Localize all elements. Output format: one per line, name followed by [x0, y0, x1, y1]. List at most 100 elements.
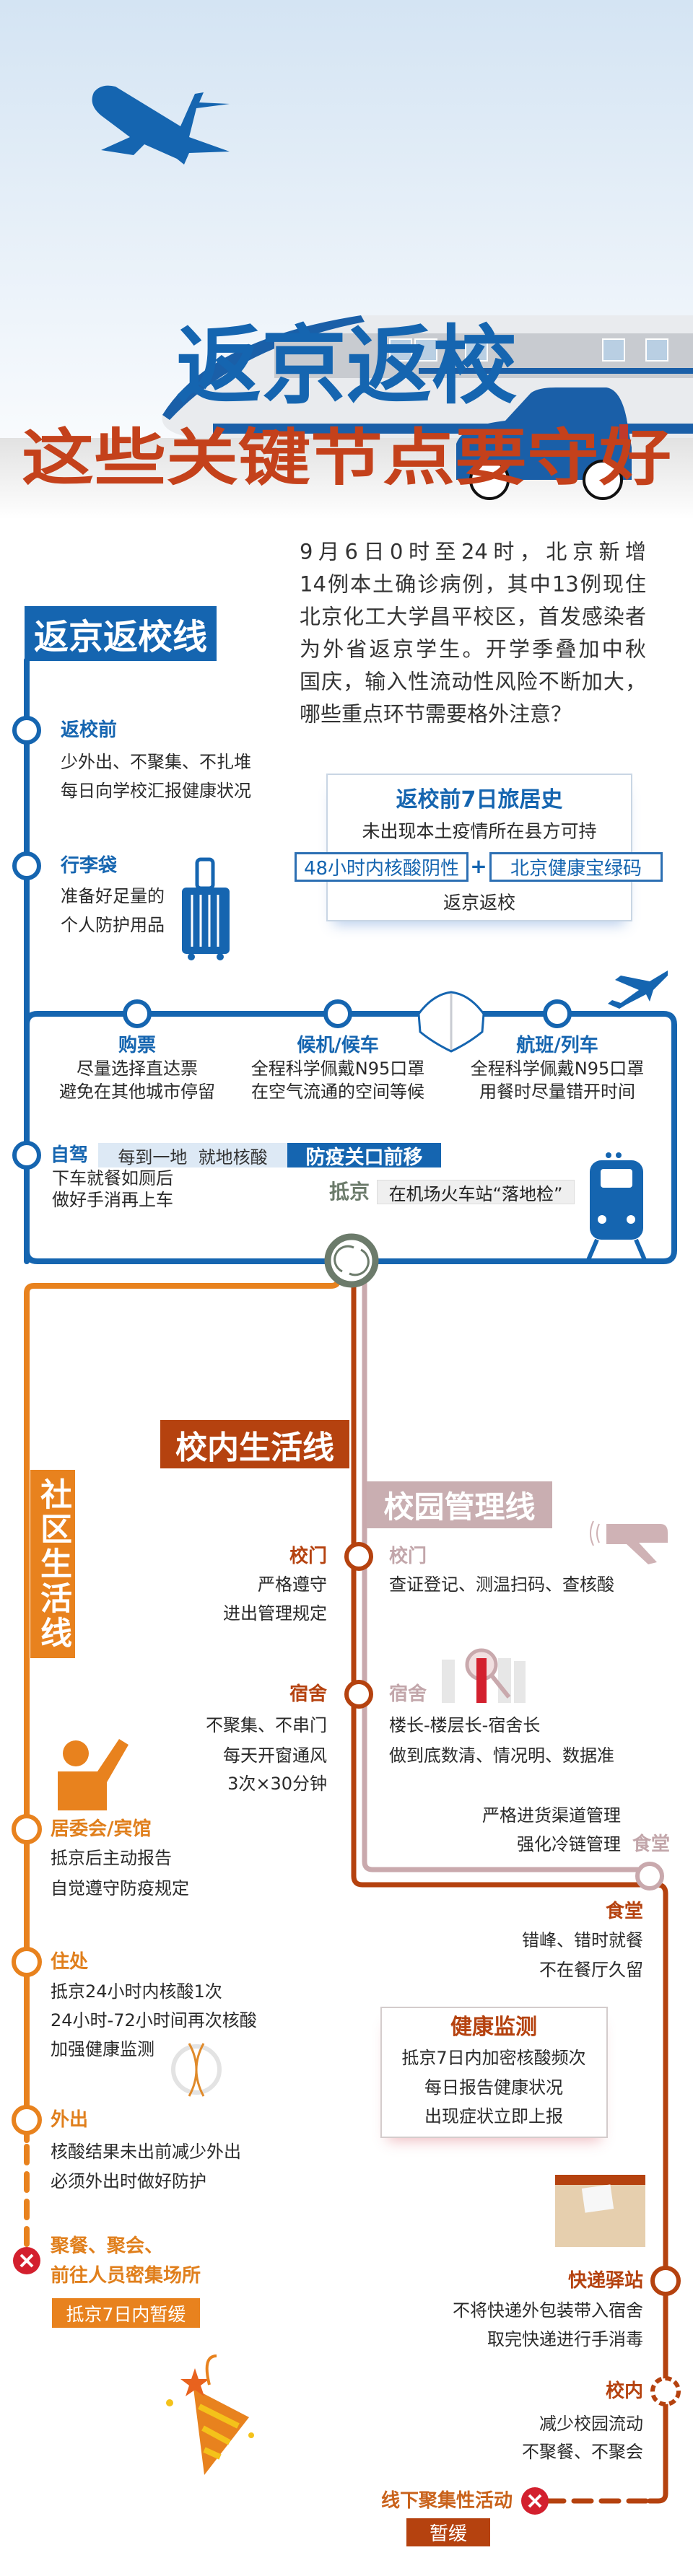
node-committee	[12, 1814, 42, 1844]
station-flight-label: 航班/列车	[516, 1035, 598, 1056]
magnifier-person-icon	[442, 1648, 526, 1703]
luggage-text: 准备好足量的	[61, 886, 165, 906]
travel-history-box	[326, 774, 632, 921]
offline-activity-label: 线下聚集性活动	[380, 2490, 513, 2512]
canteen-text: 不在餐厅久留	[539, 1960, 643, 1980]
gathering-label: 聚餐、聚会、	[51, 2235, 164, 2257]
outing-text: 必须外出时做好防护	[51, 2171, 206, 2191]
luggage-label: 行李袋	[61, 855, 118, 877]
self-drive-text: 做好手消再上车	[52, 1190, 173, 1210]
health-code-requirement: 北京健康宝绿码	[489, 852, 663, 882]
mgmt-canteen-label: 食堂	[632, 1834, 671, 1855]
face-mask-icon	[417, 991, 485, 1053]
intro-line: 9月6日0时至24时，北京新增	[300, 539, 646, 564]
dorm-text: 3次×30分钟	[227, 1774, 327, 1794]
gate-text: 进出管理规定	[223, 1603, 327, 1624]
residence-text: 抵京24小时内核酸1次	[51, 1981, 222, 2002]
node-self-drive	[12, 1141, 41, 1170]
station-text: 全程科学佩戴N95口罩	[250, 1059, 425, 1079]
committee-text: 抵京后主动报告	[51, 1848, 172, 1868]
committee-label: 居委会/宾馆	[51, 1818, 152, 1840]
node-express	[650, 2266, 681, 2296]
gate-text: 严格遵守	[258, 1574, 327, 1595]
raised-hand-person-icon	[58, 1739, 128, 1810]
community-line-path	[24, 1278, 341, 2143]
station-text: 全程科学佩戴N95口罩	[470, 1059, 645, 1079]
arrival-note: 在机场火车站“落地检”	[377, 1180, 575, 1204]
station-text: 在空气流通的空间等候	[251, 1082, 424, 1102]
node-gate	[344, 1542, 373, 1571]
intro-line: 北京化工大学昌平校区，首发感染者	[300, 604, 646, 629]
node-canteen	[635, 1862, 664, 1891]
health-monitoring-text: 出现症状立即上报	[424, 2106, 563, 2126]
travel-history-condition: 未出现本土疫情所在县方可持	[362, 820, 597, 842]
plus-sign: +	[470, 854, 487, 878]
mgmt-canteen-text: 强化冷链管理	[517, 1834, 621, 1854]
airplane-icon	[608, 971, 668, 1009]
self-drive-banner-right: 防疫关口前移	[287, 1143, 441, 1169]
node-outing	[12, 2105, 42, 2135]
gathering-label: 前往人员密集场所	[51, 2265, 201, 2287]
thermometer-gun-icon	[590, 1520, 668, 1564]
self-drive-text: 下车就餐如厕后	[52, 1168, 173, 1188]
before-return-label: 返校前	[61, 719, 118, 741]
station-text: 尽量选择直达票	[77, 1059, 198, 1079]
outing-text: 核酸结果未出前减少外出	[51, 2142, 241, 2162]
nucleic-test-requirement: 48小时内核酸阴性	[295, 852, 468, 882]
health-monitoring-text: 每日报告健康状况	[424, 2077, 563, 2098]
dorm-text: 每天开窗通风	[223, 1745, 327, 1766]
package-icon	[555, 2175, 645, 2247]
car-icon	[456, 387, 632, 500]
station-ticket-label: 购票	[118, 1035, 157, 1056]
dna-icon	[171, 2043, 222, 2097]
residence-label: 住处	[51, 1951, 89, 1973]
canteen-label: 食堂	[605, 1901, 643, 1922]
sync-arrows-icon	[324, 1233, 379, 1288]
express-label: 快递驿站	[567, 2270, 643, 2292]
train-front-icon	[586, 1152, 647, 1261]
node-campus	[650, 2376, 681, 2406]
outing-label: 外出	[51, 2109, 89, 2131]
self-drive-banner-left: 每到一地 就地核酸	[98, 1143, 287, 1167]
campus-label: 校内	[605, 2380, 643, 2402]
station-text: 避免在其他城市停留	[59, 1082, 215, 1102]
residence-text: 24小时-72小时间再次核酸	[51, 2010, 257, 2030]
campus-text: 减少校园流动	[539, 2414, 643, 2434]
health-monitoring-box	[380, 2007, 608, 2138]
party-popper-icon	[166, 2354, 254, 2475]
main-title: 返京返校	[175, 316, 517, 416]
offline-activity-status: 暂缓	[406, 2518, 490, 2546]
campus-life-line-label: 校内生活线	[160, 1420, 349, 1468]
health-monitoring-title: 健康监测	[450, 2015, 537, 2040]
mgmt-dorm-label: 宿舍	[389, 1683, 427, 1705]
intro-line: 国庆，输入性流动性风险不断加大，	[300, 669, 646, 694]
mgmt-gate-label: 校门	[389, 1546, 427, 1567]
campus-text: 不聚餐、不聚会	[522, 2442, 643, 2462]
intro-line: 14例本土确诊病例，其中13例现住	[300, 571, 646, 597]
airplane-icon	[92, 85, 230, 165]
node-residence	[12, 1947, 42, 1977]
self-drive-label: 自驾	[51, 1144, 89, 1166]
luggage-icon	[182, 857, 230, 960]
campus-mgmt-line-label: 校园管理线	[367, 1481, 552, 1528]
intro-line: 哪些重点环节需要格外注意？	[300, 701, 572, 727]
travel-history-title: 返校前7日旅居史	[396, 787, 563, 812]
campus-mgmt-line-path	[362, 1278, 645, 1872]
station-waiting-label: 候机/候车	[297, 1035, 379, 1056]
express-text: 不将快递外包装带入宿舍	[453, 2300, 643, 2321]
before-return-text: 少外出、不聚集、不扎堆	[61, 752, 251, 772]
return-line-label: 返京返校线	[25, 606, 217, 661]
station-text: 用餐时尽量错开时间	[479, 1082, 635, 1102]
residence-text: 加强健康监测	[51, 2039, 154, 2059]
community-line-label: 社区生活线	[30, 1470, 75, 1658]
mgmt-gate-text: 查证登记、测温扫码、查核酸	[389, 1574, 614, 1595]
canteen-text: 错峰、错时就餐	[522, 1930, 643, 1950]
dorm-label: 宿舍	[289, 1683, 327, 1705]
gathering-status: 抵京7日内暂缓	[52, 2298, 200, 2328]
mgmt-dorm-text: 楼长-楼层长-宿舍长	[389, 1715, 541, 1735]
before-return-text: 每日向学校汇报健康状况	[61, 781, 251, 801]
mgmt-dorm-text: 做到底数清、情况明、数据准	[389, 1745, 614, 1766]
gate-label: 校门	[289, 1546, 327, 1567]
node-luggage	[12, 851, 41, 880]
